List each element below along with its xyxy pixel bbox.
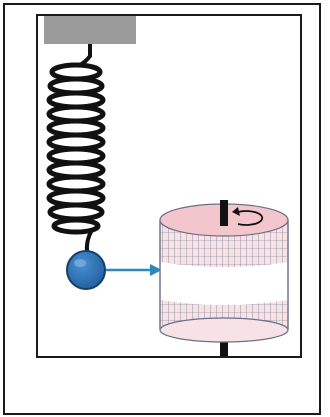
recording-drum bbox=[159, 203, 289, 343]
rotation-arrow-icon bbox=[232, 207, 264, 226]
outer-frame bbox=[3, 3, 321, 415]
ceiling-support bbox=[44, 16, 136, 44]
diagram-frame bbox=[36, 14, 302, 358]
pendulum-bob bbox=[66, 250, 106, 290]
pointer-arrowhead bbox=[150, 264, 162, 276]
drum-axle-top bbox=[220, 200, 228, 226]
spring-bottom-wire bbox=[84, 228, 94, 253]
spring bbox=[46, 62, 106, 235]
bob-highlight bbox=[74, 259, 86, 267]
